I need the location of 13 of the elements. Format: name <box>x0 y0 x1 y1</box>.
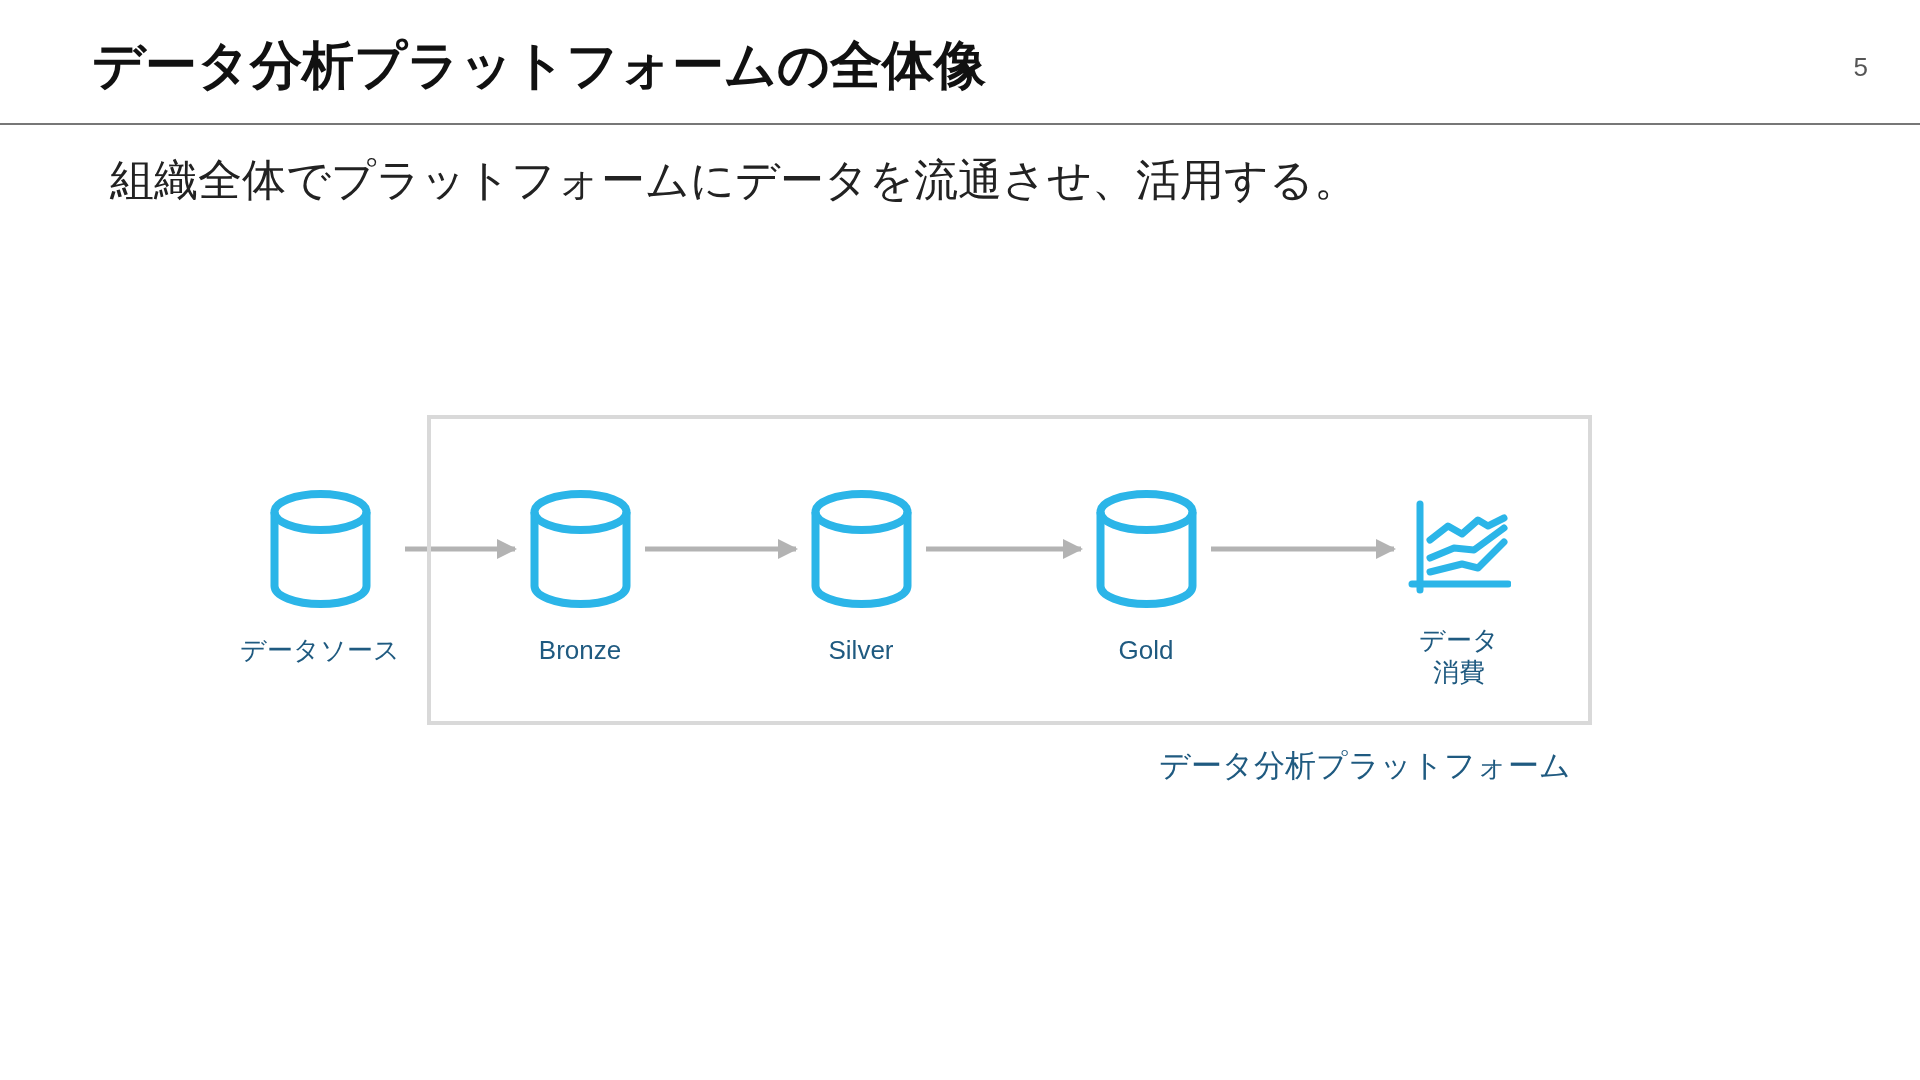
slide-title: データ分析プラットフォームの全体像 <box>92 34 986 97</box>
node-label: データ消費 <box>1419 624 1499 688</box>
node-label: Bronze <box>538 634 622 666</box>
platform-caption: データ分析プラットフォーム <box>1159 746 1571 785</box>
node-label: データソース <box>240 634 400 666</box>
arrow <box>645 539 798 559</box>
arrow <box>1211 539 1396 559</box>
arrow <box>926 539 1083 559</box>
page-number: 5 <box>1853 52 1868 83</box>
node-label: Silver <box>828 634 894 666</box>
node-label: Gold <box>1118 634 1174 666</box>
slide-subtitle: 組織全体でプラットフォームにデータを流通させ、活用する。 <box>110 153 1358 207</box>
arrow <box>405 539 517 559</box>
